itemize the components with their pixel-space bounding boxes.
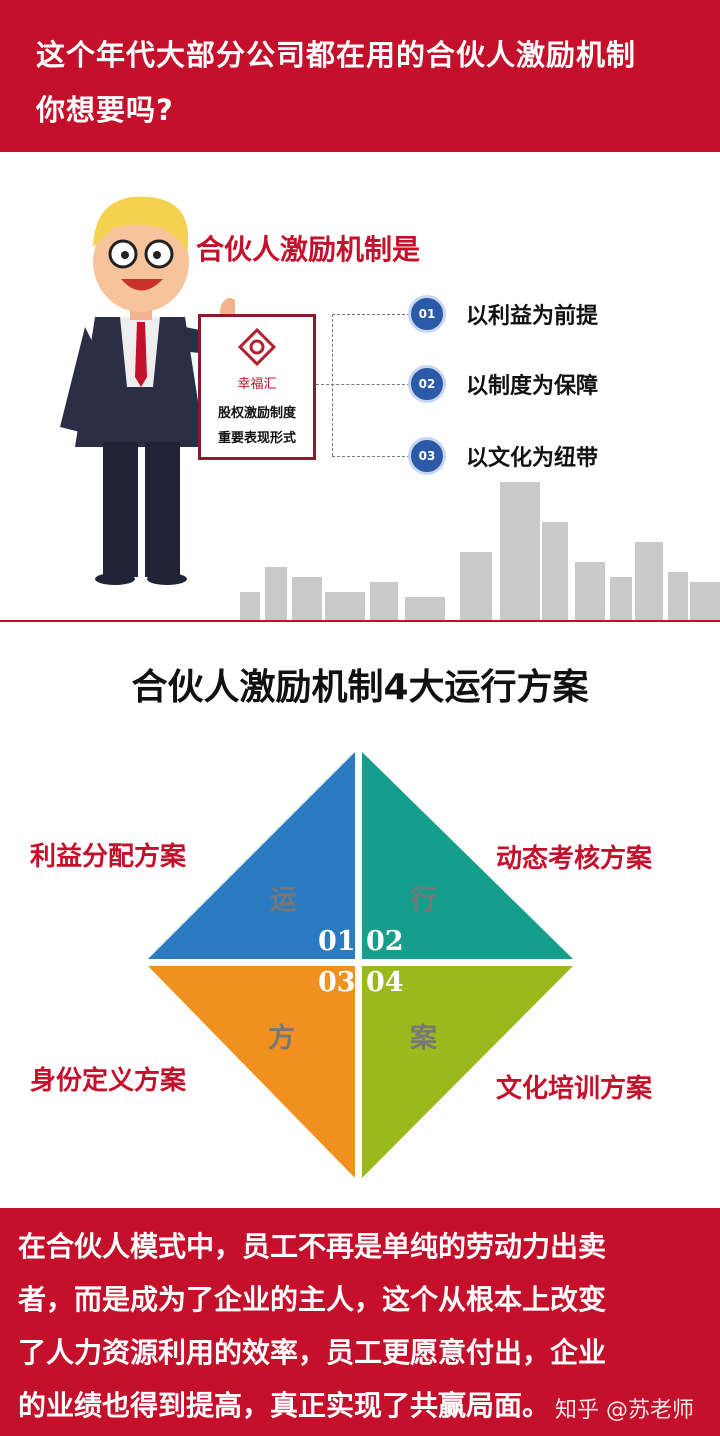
principle-text: 以利益为前提 <box>466 304 599 329</box>
summary-panel: 在合伙人模式中，员工不再是单纯的劳动力出卖 者，而是成为了企业的主人，这个从根本… <box>0 1208 720 1436</box>
mechanism-subtitle: 合伙人激励机制是 <box>196 233 421 266</box>
quadrant-char-1: 运 <box>270 885 297 916</box>
quadrant-char-3: 方 <box>268 1023 295 1054</box>
brand-logo-icon <box>237 327 277 367</box>
hero-section: 合伙人激励机制是 <box>0 152 720 622</box>
number-badge: 01 <box>408 295 446 333</box>
principle-item-3: 03 以文化为纽带 <box>408 437 598 475</box>
section-title: 合伙人激励机制4大运行方案 <box>131 667 589 708</box>
connector-bracket <box>332 314 333 456</box>
card-line-2: 重要表现形式 <box>217 431 296 446</box>
summary-line-1: 在合伙人模式中，员工不再是单纯的劳动力出卖 <box>18 1230 607 1263</box>
quadrant-char-4: 案 <box>410 1023 437 1054</box>
watermark: 知乎 @苏老师 <box>555 1398 694 1423</box>
quadrant-char-2: 行 <box>410 885 437 916</box>
quadrant-label-1: 利益分配方案 <box>30 842 187 872</box>
section-divider <box>0 620 720 622</box>
header-line-2: 你想要吗? <box>36 93 174 127</box>
quadrant-num-2: 02 <box>366 926 404 957</box>
quadrant-2-shape <box>362 752 573 959</box>
quadrant-3-shape <box>148 966 355 1178</box>
connector-line-3 <box>332 456 410 457</box>
summary-line-4: 的业绩也得到提高，真正实现了共赢局面。 <box>18 1389 551 1422</box>
quadrant-label-2: 动态考核方案 <box>496 844 653 874</box>
quadrant-num-3: 03 <box>318 967 356 998</box>
principle-text: 以文化为纽带 <box>466 446 599 471</box>
card-line-1: 股权激励制度 <box>217 406 296 421</box>
quadrant-diamond <box>148 752 573 1178</box>
connector-line-2 <box>316 384 410 385</box>
quadrant-label-3: 身份定义方案 <box>30 1066 187 1096</box>
city-skyline-illustration <box>240 482 720 622</box>
quadrant-num-4: 04 <box>366 967 404 998</box>
principle-item-1: 01 以利益为前提 <box>408 295 598 333</box>
quadrant-label-4: 文化培训方案 <box>496 1074 653 1104</box>
summary-line-3: 了人力资源利用的效率，员工更愿意付出，企业 <box>18 1336 607 1369</box>
businessman-illustration <box>60 196 235 585</box>
quadrant-4-shape <box>362 966 573 1178</box>
number-badge: 03 <box>408 437 446 475</box>
brand-card: 幸福汇 股权激励制度 重要表现形式 <box>198 314 316 460</box>
quadrant-1-shape <box>148 752 355 959</box>
connector-line-1 <box>332 314 410 315</box>
principle-text: 以制度为保障 <box>466 374 599 399</box>
quadrant-num-1: 01 <box>318 926 356 957</box>
header-banner: 这个年代大部分公司都在用的合伙人激励机制 你想要吗? <box>0 0 720 152</box>
principle-item-2: 02 以制度为保障 <box>408 365 598 403</box>
number-badge: 02 <box>408 365 446 403</box>
summary-line-2: 者，而是成为了企业的主人，这个从根本上改变 <box>18 1283 607 1316</box>
header-line-1: 这个年代大部分公司都在用的合伙人激励机制 <box>36 38 637 72</box>
brand-name: 幸福汇 <box>237 377 277 392</box>
